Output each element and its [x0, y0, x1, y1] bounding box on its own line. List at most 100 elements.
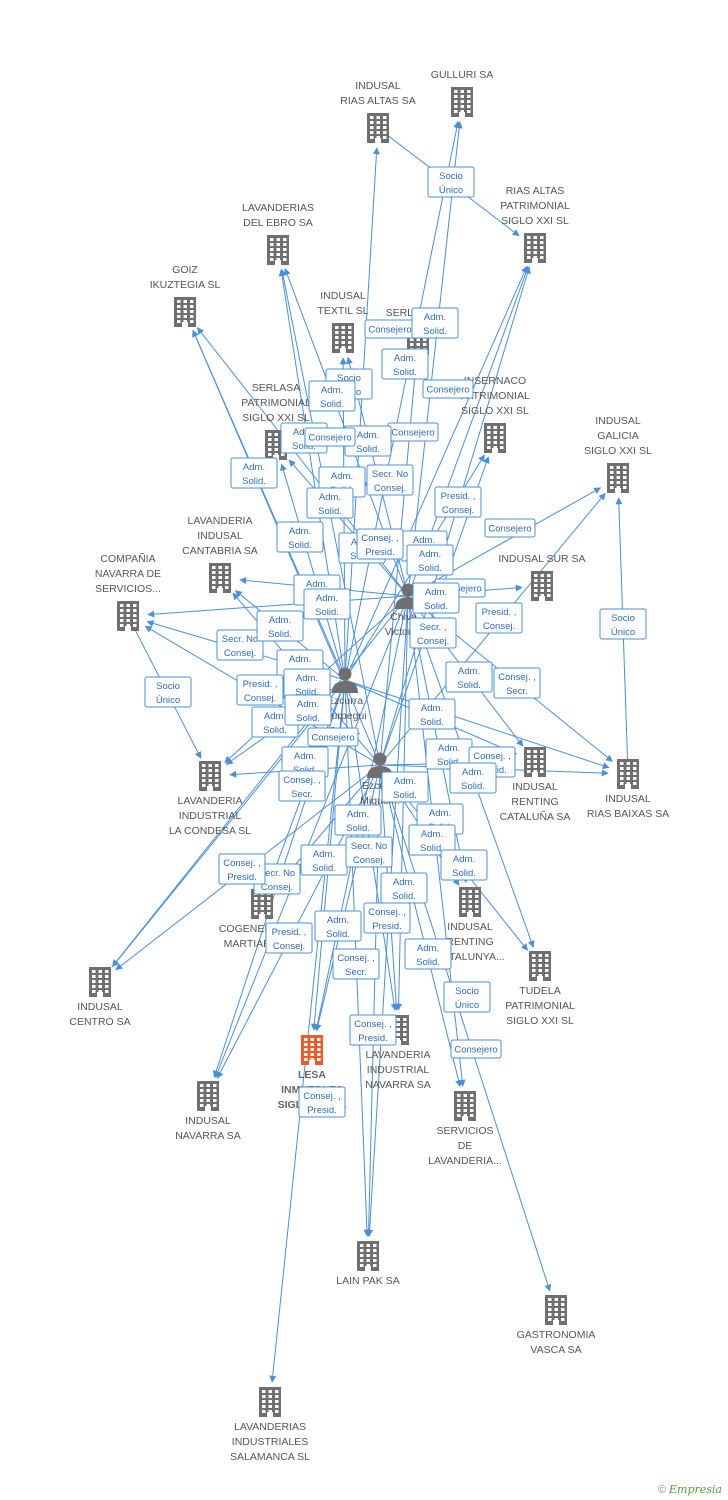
edge-role-label[interactable]: Adm.Solid. [406, 544, 454, 576]
edge-role-label[interactable]: Adm.Solid. [449, 762, 497, 794]
edge-role-label[interactable]: Consejero [484, 518, 536, 538]
edge-role-label[interactable]: Consej. ,Secr. [332, 948, 380, 980]
edge-label-text: Adm. [394, 776, 416, 787]
edge-role-label[interactable]: Adm.Solid. [303, 588, 351, 620]
edge-role-label[interactable]: Consej. ,Presid. [349, 1014, 397, 1046]
edge-role-label[interactable]: Adm.Solid. [445, 661, 493, 693]
edge-role-label[interactable]: Consej. ,Secr. [278, 770, 326, 802]
edge-label-box [445, 661, 493, 693]
edge-role-label[interactable]: Consejero [304, 427, 356, 447]
edge-role-label[interactable]: Adm.Solid. [314, 910, 362, 942]
edge-role-label[interactable]: Adm.Solid. [283, 668, 331, 700]
edge-role-label[interactable]: Adm.Solid. [230, 457, 278, 489]
edge-label-text: Secr. , [420, 622, 447, 633]
edge-label-text: Solid. [295, 687, 319, 698]
edge-role-label[interactable]: Consej. ,Presid. [298, 1086, 346, 1118]
node-label: RENTING [446, 936, 493, 948]
edge-role-label[interactable]: Consej. ,Secr. [493, 667, 541, 699]
edge-role-label[interactable]: Adm.Solid. [440, 849, 488, 881]
company-node-n13[interactable]: INDUSAL SUR SA [498, 553, 586, 601]
building-icon [367, 113, 389, 143]
edge-role-label[interactable]: Adm.Solid. [380, 872, 428, 904]
edge-label-text: Solid. [423, 326, 447, 337]
node-label: PATRIMONIAL [241, 397, 311, 409]
company-node-n1[interactable]: GULLURI SA [431, 69, 493, 117]
edge-label-text: Presid. , [482, 607, 517, 618]
node-label: VASCA SA [530, 1344, 581, 1356]
edge-label-box [230, 457, 278, 489]
edge-role-label[interactable]: Adm.Solid. [381, 771, 429, 803]
edge-role-label[interactable]: Adm.Solid. [276, 521, 324, 553]
edge-role-label[interactable]: Adm.Solid. [411, 307, 459, 339]
edge-label-text: Socio [611, 613, 635, 624]
node-label: GULLURI SA [431, 69, 493, 81]
edge-role-label[interactable]: Consej. ,Presid. [356, 528, 404, 560]
edge-role-label[interactable]: Adm.Solid. [408, 698, 456, 730]
edge-role-label[interactable]: Consejero [450, 1039, 502, 1059]
edge-role-label[interactable]: Presid. ,Consej. [434, 486, 482, 518]
edge-label-text: Socio [156, 681, 180, 692]
edge-role-label[interactable]: Adm.Solid. [308, 380, 356, 412]
edge-role-label[interactable]: Consejero [387, 422, 439, 442]
edge-role-label[interactable]: Adm.Solid. [306, 487, 354, 519]
edge-role-label[interactable]: Presid. ,Consej. [265, 922, 313, 954]
edge-role-label[interactable]: Adm.Solid. [300, 844, 348, 876]
edge-label-text: Solid. [318, 506, 342, 517]
edge-role-label[interactable]: Consejero [307, 727, 359, 747]
company-node-n18[interactable]: INDUSALRENTINGCATALUNYA... [435, 887, 505, 963]
edge-role-label[interactable]: Adm.Solid. [256, 610, 304, 642]
edge-role-label[interactable]: Adm.Solid. [284, 694, 332, 726]
edge-label-text: Adm. [347, 809, 369, 820]
company-node-n24[interactable]: SERVICIOSDELAVANDERIA... [428, 1091, 502, 1167]
company-node-n25[interactable]: LAIN PAK SA [336, 1241, 400, 1287]
edge-role-label[interactable]: Adm.Solid. [381, 348, 429, 380]
node-label: PATRIMONIAL [500, 200, 570, 212]
edge-role-label[interactable]: Consejero [364, 319, 416, 339]
edge-label-text: Solid. [263, 725, 287, 736]
edge-label-text: Único [439, 185, 463, 196]
edge-role-label[interactable]: Presid. ,Consej. [475, 602, 523, 634]
edge-label-text: Consejero [438, 584, 481, 595]
edge-role-label[interactable]: Adm.Solid. [412, 582, 460, 614]
node-label: RENTING [511, 796, 558, 808]
edge-role-label[interactable]: Presid. ,Consej. [236, 674, 284, 706]
edge-role-label[interactable]: Consej. ,Presid. [363, 902, 411, 934]
edge-role-label[interactable]: Secr. ,Consej. [409, 617, 457, 649]
edge-role-label[interactable]: Adm.Solid. [404, 938, 452, 970]
edge-role-label[interactable]: Adm.Solid. [344, 425, 392, 457]
edge-label-text: Adm. [453, 854, 475, 865]
building-icon [524, 747, 546, 777]
edge-role-label[interactable]: Adm.Solid. [334, 804, 382, 836]
edge-role-label[interactable]: Adm.Solid. [408, 824, 456, 856]
edge-role-label[interactable]: Consej. ,Presid. [218, 853, 266, 885]
edge-label-text: Adm. [429, 808, 451, 819]
edge-p1-n12 [147, 595, 409, 618]
edge-role-label[interactable]: Consejero [422, 379, 474, 399]
